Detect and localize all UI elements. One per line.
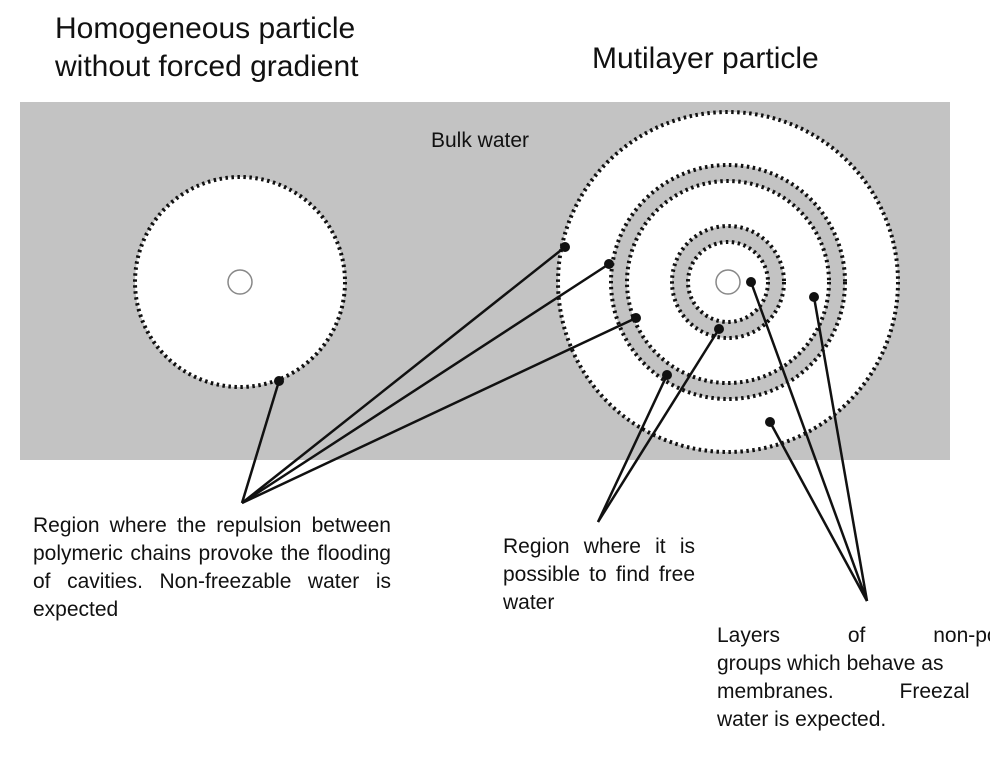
pointer-dot: [560, 242, 570, 252]
multilayer-inner-band-edge-outer: [670, 224, 786, 340]
multilayer-inner-band: [672, 226, 784, 338]
pointer-dots-free-water: [662, 324, 724, 380]
title-homogeneous-particle: Homogeneous particle without forced grad…: [55, 10, 475, 86]
caption-right-line3: membranes. Freezal: [717, 680, 970, 703]
pointer-dots-non-freezable: [274, 242, 641, 386]
pointer-line: [240, 380, 281, 504]
homogeneous-particle-core: [227, 269, 253, 295]
pointer-dot: [662, 370, 672, 380]
multilayer-particle-core: [715, 269, 741, 295]
title-left-line1: Homogeneous particle: [55, 12, 356, 45]
pointer-line: [812, 296, 869, 602]
pointer-dot: [604, 259, 614, 269]
pointer-line: [241, 316, 637, 505]
pointers-free-water: [596, 328, 721, 523]
pointer-line: [596, 328, 721, 523]
multilayer-inner-band-edge-inner: [686, 240, 770, 324]
pointers-freezable: [749, 281, 869, 602]
pointer-dot: [746, 277, 756, 287]
pointer-line: [241, 246, 566, 504]
title-left-line2: without forced gradient: [55, 50, 359, 83]
caption-freezable-water: Layers of non-po groups which behave as …: [717, 622, 990, 734]
pointer-dot: [274, 376, 284, 386]
pointer-dot: [765, 417, 775, 427]
caption-right-line4: water is expected.: [717, 708, 887, 731]
multilayer-outer-band: [611, 165, 845, 399]
pointer-dot: [631, 313, 641, 323]
caption-right-line2: groups which behave as: [717, 652, 944, 675]
pointer-dot: [714, 324, 724, 334]
pointer-line: [241, 262, 610, 505]
title-multilayer-particle: Mutilayer particle: [592, 42, 819, 75]
pointer-dot: [809, 292, 819, 302]
bulk-water-label: Bulk water: [431, 129, 529, 152]
pointers-non-freezable: [240, 246, 637, 505]
pointer-dots-freezable: [746, 277, 819, 427]
multilayer-outer-band-edge-inner: [625, 179, 831, 385]
multilayer-outer-band-edge-outer: [609, 163, 847, 401]
caption-non-freezable-water: Region where the repulsion between polym…: [33, 514, 391, 621]
pointer-line: [749, 281, 869, 602]
caption-free-water: Region where it is possible to find free…: [503, 535, 695, 614]
pointer-line: [768, 421, 869, 602]
pointer-line: [596, 374, 669, 523]
caption-right-line1: Layers of non-po: [717, 624, 990, 647]
